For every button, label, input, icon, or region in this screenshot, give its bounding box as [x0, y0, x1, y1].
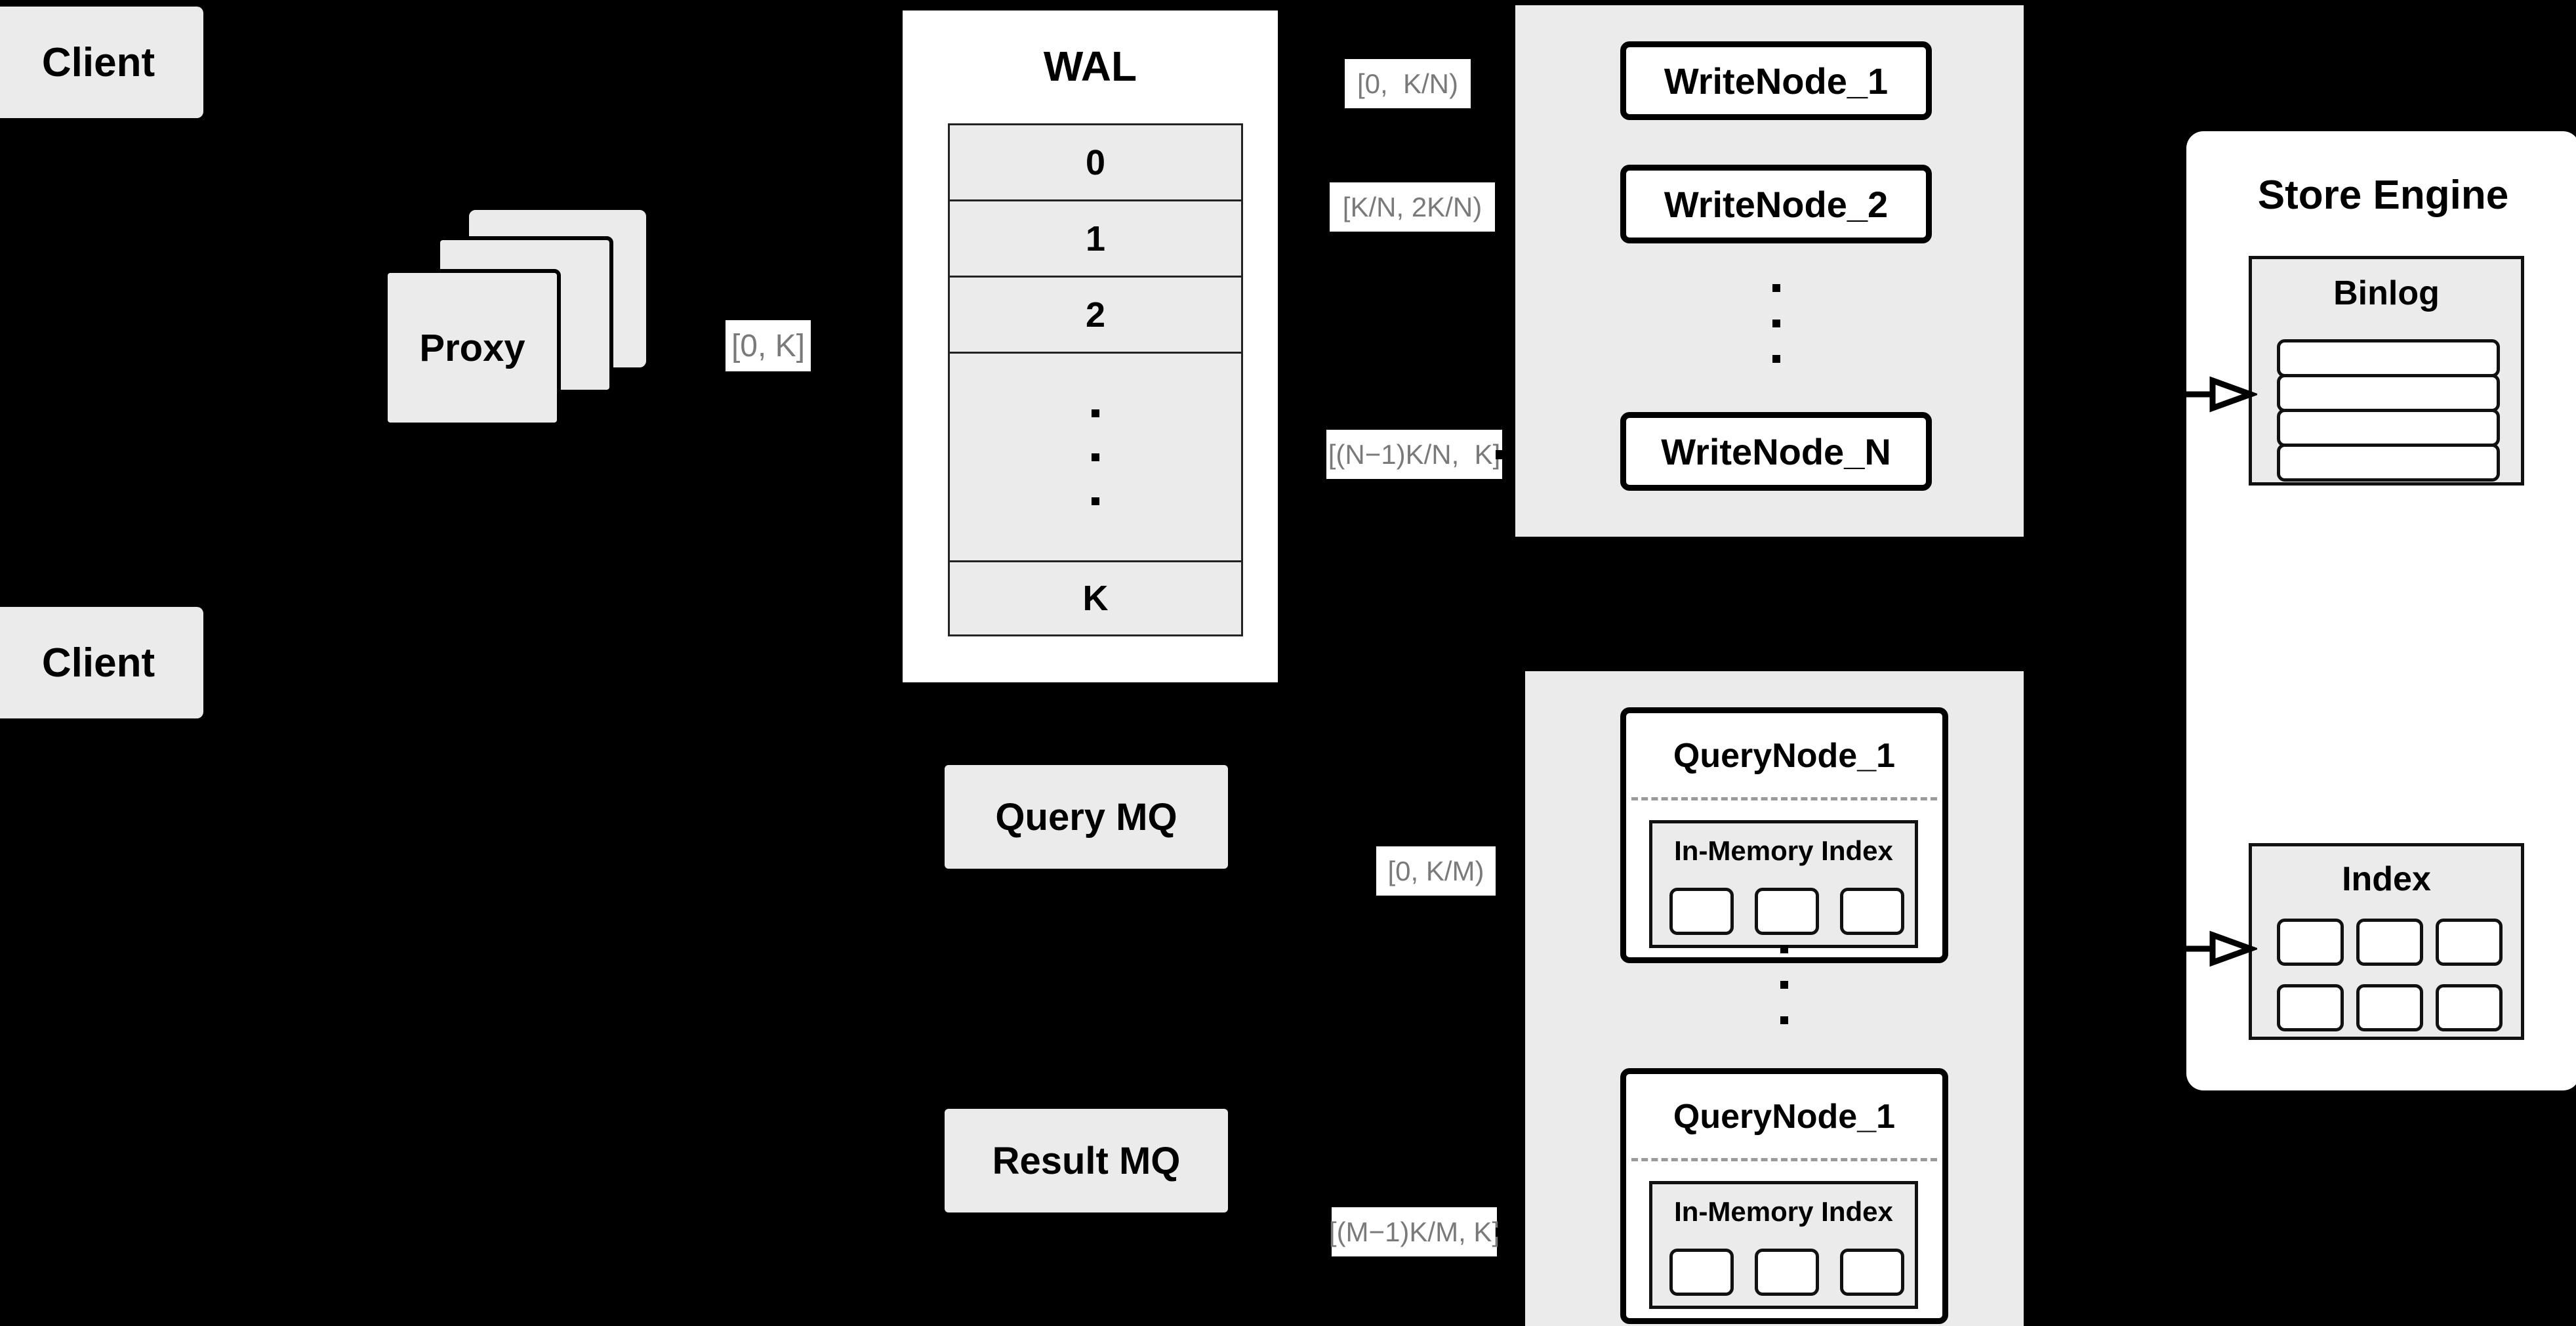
index-cell	[1840, 888, 1904, 935]
inmemory-index-cells-1	[1669, 888, 1904, 935]
index-cell	[1755, 1249, 1819, 1296]
index-cell	[1669, 888, 1734, 935]
wal-row-label: 2	[1085, 295, 1106, 335]
proxy-stack[interactable]: Proxy	[377, 210, 659, 426]
index-cell	[2436, 919, 2503, 966]
query-node-2[interactable]: QueryNode_1 In-Memory Index	[1620, 1068, 1948, 1324]
store-engine-title: Store Engine	[2257, 173, 2509, 218]
write-node-2-label: WriteNode_2	[1664, 183, 1889, 225]
binlog-row	[2277, 409, 2500, 447]
arrow-to-index	[2185, 930, 2257, 967]
wal-container: WAL 0 1 2 K	[897, 5, 1283, 688]
write-node-2[interactable]: WriteNode_2	[1620, 165, 1932, 243]
query-node-1-inmemory-index: In-Memory Index	[1649, 820, 1918, 948]
vertical-ellipsis-icon	[1092, 409, 1099, 505]
query-mq-box[interactable]: Query MQ	[945, 765, 1228, 869]
range-label-write-node-1-text: [0, K/N)	[1357, 68, 1459, 99]
range-label-proxy-to-wal: [0, K]	[726, 320, 811, 371]
wal-row-label: 0	[1085, 142, 1106, 182]
index-cell	[2436, 984, 2503, 1031]
range-label-write-node-2-text: [K/N, 2K/N)	[1342, 191, 1482, 222]
query-node-1-label: QueryNode_1	[1673, 737, 1896, 775]
wal-row: 0	[948, 123, 1243, 199]
inmemory-index-title-1: In-Memory Index	[1674, 835, 1893, 866]
range-label-query-node-m: [(M−1)K/M, K]	[1328, 1207, 1500, 1256]
client-label-2: Client	[41, 640, 155, 686]
wal-row: K	[948, 560, 1243, 636]
store-engine-panel: Store Engine Binlog Index	[2186, 131, 2576, 1090]
binlog-row	[2277, 444, 2500, 482]
result-mq-box[interactable]: Result MQ	[945, 1109, 1228, 1212]
index-cell	[2277, 919, 2344, 966]
write-node-cluster-panel: WriteNode_1 WriteNode_2 WriteNode_N	[1515, 5, 2024, 537]
index-cell	[2356, 919, 2423, 966]
query-node-1[interactable]: QueryNode_1 In-Memory Index	[1620, 707, 1948, 963]
binlog-row-list	[2277, 339, 2500, 482]
proxy-label: Proxy	[419, 326, 525, 369]
write-node-1-label: WriteNode_1	[1664, 60, 1889, 102]
wal-row-label: 1	[1085, 218, 1106, 259]
index-cell	[2277, 984, 2344, 1031]
index-cell-grid	[2277, 919, 2503, 1031]
binlog-panel: Binlog	[2249, 256, 2524, 486]
client-label-1: Client	[41, 39, 155, 85]
query-node-2-label: QueryNode_1	[1673, 1098, 1896, 1136]
index-panel: Index	[2249, 843, 2524, 1040]
wal-row-list: 0 1 2 K	[948, 123, 1243, 636]
wal-title: WAL	[1043, 43, 1137, 90]
binlog-title: Binlog	[2333, 274, 2440, 312]
range-label-query-node-m-text: [(M−1)K/M, K]	[1328, 1216, 1500, 1247]
write-node-1[interactable]: WriteNode_1	[1620, 41, 1932, 120]
binlog-row	[2277, 339, 2500, 377]
query-node-ellipsis-icon	[1778, 945, 1791, 1024]
index-cell	[2356, 984, 2423, 1031]
index-cell	[1840, 1249, 1904, 1296]
wal-row: 1	[948, 199, 1243, 276]
inmemory-index-cells-2	[1669, 1249, 1904, 1296]
query-mq-label: Query MQ	[995, 795, 1177, 839]
write-node-n[interactable]: WriteNode_N	[1620, 412, 1932, 491]
range-label-query-node-1-text: [0, K/M)	[1387, 855, 1484, 886]
write-node-n-label: WriteNode_N	[1661, 430, 1891, 472]
wal-row: 2	[948, 276, 1243, 352]
wal-row-label: K	[1082, 579, 1109, 618]
client-box-1[interactable]: Client	[0, 7, 203, 118]
range-label-proxy-to-wal-text: [0, K]	[731, 328, 806, 363]
result-mq-label: Result MQ	[992, 1139, 1181, 1182]
client-box-2[interactable]: Client	[0, 607, 203, 718]
query-node-cluster-panel: QueryNode_1 In-Memory Index QueryNode_1 …	[1525, 671, 2024, 1326]
query-node-1-divider	[1631, 797, 1937, 800]
query-node-2-divider	[1631, 1158, 1937, 1161]
index-title: Index	[2342, 860, 2431, 898]
range-label-write-node-n-text: [(N−1)K/N, K]	[1328, 438, 1501, 470]
query-node-2-inmemory-index: In-Memory Index	[1649, 1181, 1918, 1309]
wal-row-ellipsis	[948, 352, 1243, 560]
write-node-ellipsis-icon	[1770, 284, 1783, 363]
proxy-stack-layer-1[interactable]: Proxy	[384, 269, 561, 426]
range-label-write-node-2: [K/N, 2K/N)	[1330, 182, 1495, 232]
range-label-write-node-1: [0, K/N)	[1345, 59, 1471, 108]
range-label-write-node-n: [(N−1)K/N, K]	[1326, 430, 1502, 479]
binlog-row	[2277, 374, 2500, 412]
index-cell	[1755, 888, 1819, 935]
arrow-to-binlog	[2185, 376, 2257, 413]
index-cell	[1669, 1249, 1734, 1296]
range-label-query-node-1: [0, K/M)	[1376, 846, 1496, 896]
inmemory-index-title-2: In-Memory Index	[1674, 1196, 1893, 1227]
